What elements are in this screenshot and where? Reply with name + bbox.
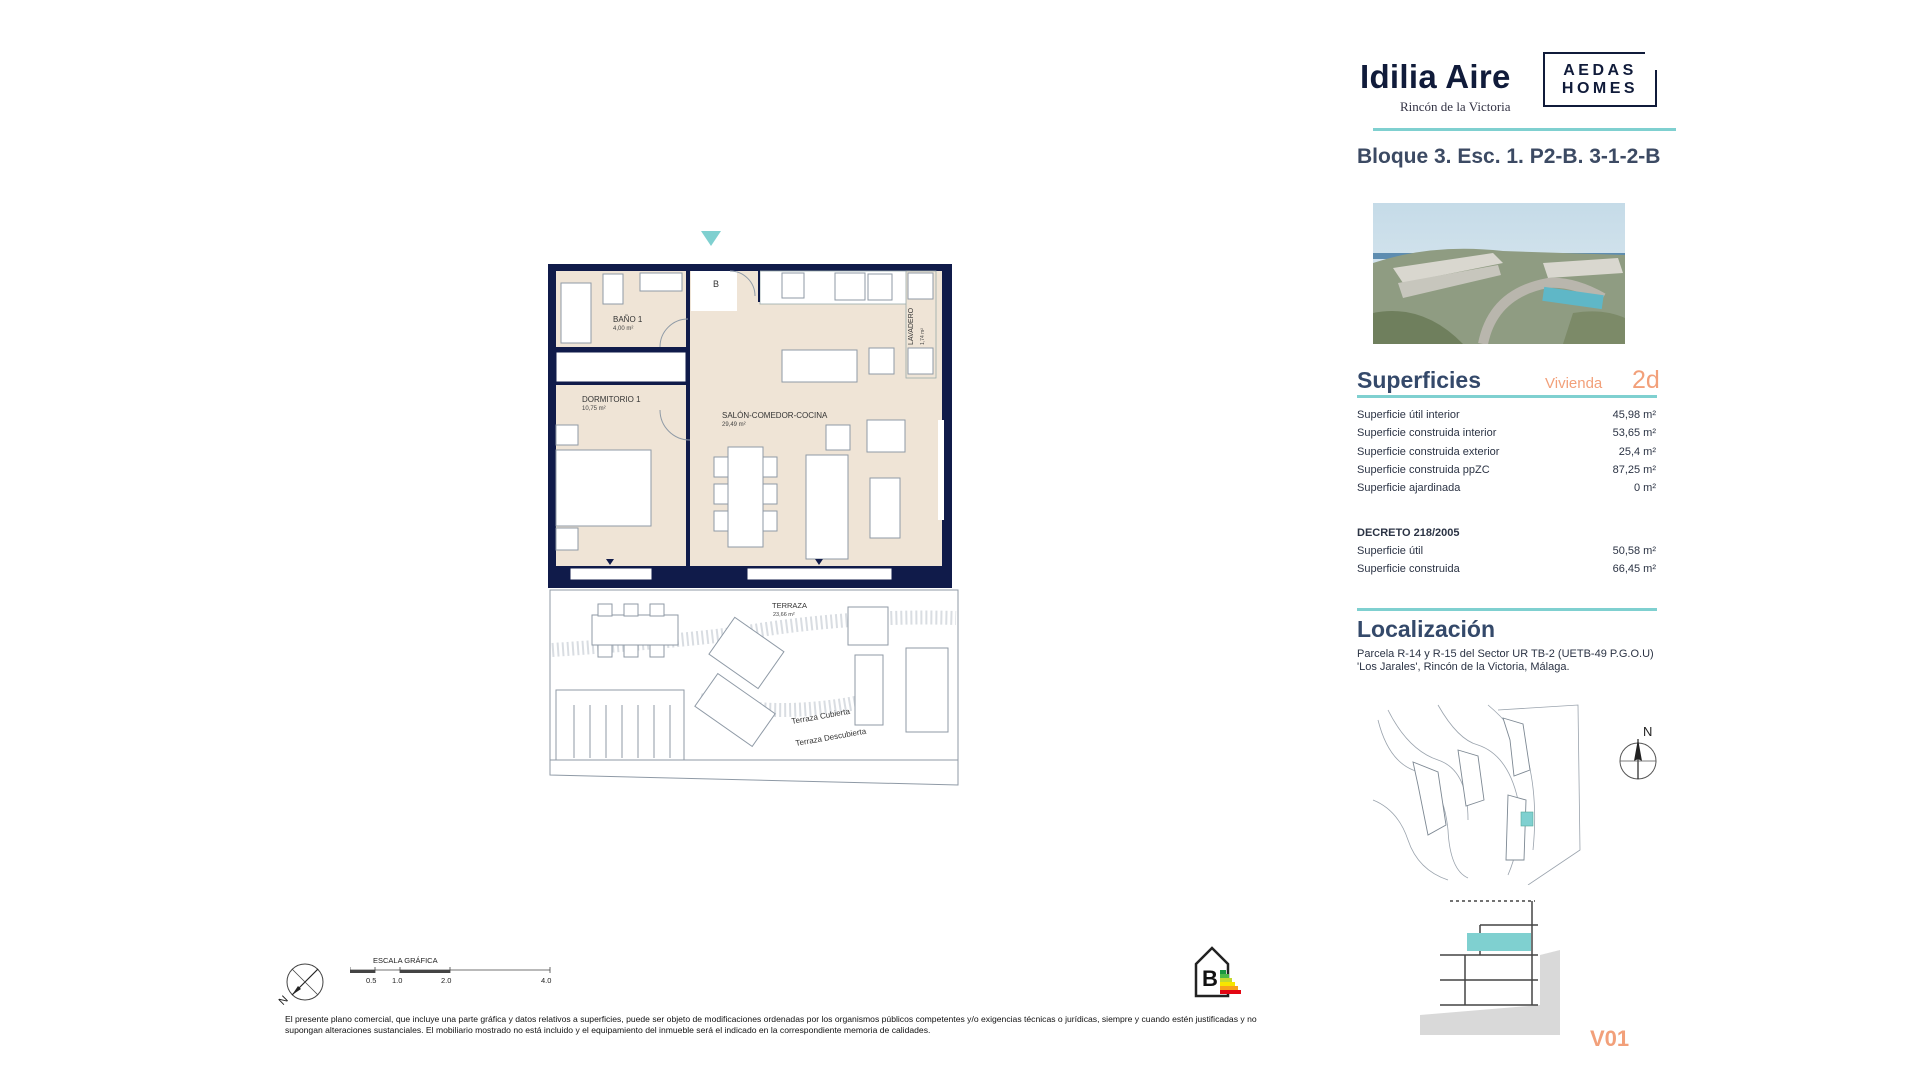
north-compass-icon: [1619, 739, 1657, 780]
superficie-row-label: Superficie ajardinada: [1357, 482, 1461, 494]
decreto-row-value: 50,58 m²: [1612, 545, 1656, 557]
energy-rating-letter: B: [1202, 966, 1218, 991]
company-logo-line2: HOMES: [1561, 79, 1639, 97]
scale-bar: [350, 967, 551, 973]
decreto-row-label: Superficie útil: [1357, 545, 1424, 557]
unit-code: Bloque 3. Esc. 1. P2-B. 3-1-2-B: [1357, 145, 1661, 168]
terrace: TERRAZA 23,66 m² Terraza Cubierta Terraz…: [549, 589, 959, 786]
entrance-arrow-icon: [701, 231, 721, 246]
plan-compass-icon: N: [277, 963, 324, 1006]
localizacion-divider: [1357, 608, 1657, 611]
localizacion-address: Parcela R-14 y R-15 del Sector UR TB-2 (…: [1357, 648, 1677, 674]
salon-label: SALÓN-COMEDOR-COCINA: [722, 411, 828, 420]
localizacion-title: Localización: [1357, 616, 1496, 642]
scale-tick: 0.5: [366, 976, 377, 985]
bano-label: BAÑO 1: [613, 315, 643, 324]
vivienda-label: Vivienda: [1545, 375, 1603, 392]
door-b-label: B: [713, 279, 719, 289]
terraza-area: 23,66 m²: [773, 612, 795, 618]
localizacion-line2: 'Los Jarales', Rincón de la Victoria, Má…: [1357, 661, 1570, 673]
decreto-row-label: Superficie construida: [1357, 563, 1460, 575]
svg-text:N: N: [277, 994, 291, 1006]
floor-plan: BAÑO 1 4,00 m² DORMITORIO 1 10,75 m² SAL…: [548, 231, 959, 786]
superficie-row-label: Superficie construida exterior: [1357, 446, 1500, 458]
dormitorio-area: 10,75 m²: [582, 406, 606, 412]
localizacion-line1: Parcela R-14 y R-15 del Sector UR TB-2 (…: [1357, 648, 1654, 660]
bano-area: 4,00 m²: [613, 326, 633, 332]
building-photo: [1373, 203, 1625, 344]
site-map: [1372, 704, 1581, 885]
superficie-row-value: 0 m²: [1634, 482, 1656, 494]
brand-location: Rincón de la Victoria: [1400, 99, 1511, 114]
salon-area: 29,49 m²: [722, 422, 746, 428]
energy-rating-icon: [1194, 946, 1241, 998]
logo-corner-notch: [1645, 52, 1663, 70]
lavadero-label: LAVADERO: [908, 307, 915, 345]
lavadero-area: 1,74 m²: [920, 328, 926, 345]
vivienda-code: 2d: [1632, 366, 1660, 394]
superficie-row-value: 45,98 m²: [1612, 409, 1656, 421]
superficie-row-label: Superficie construida interior: [1357, 427, 1497, 439]
legal-disclaimer: El presente plano comercial, que incluye…: [285, 1014, 1257, 1035]
superficies-title: Superficies: [1357, 367, 1481, 393]
scale-tick: 1.0: [392, 976, 403, 985]
header-divider: [1373, 128, 1676, 131]
superficies-divider: [1357, 395, 1657, 398]
superficie-row-value: 25,4 m²: [1618, 446, 1656, 458]
superficie-row-label: Superficie útil interior: [1357, 409, 1460, 421]
superficie-row-value: 87,25 m²: [1612, 464, 1656, 476]
company-logo: AEDAS HOMES: [1543, 52, 1657, 107]
scale-tick: 2.0: [441, 976, 452, 985]
decreto-row-value: 66,45 m²: [1612, 563, 1656, 575]
decreto-title: DECRETO 218/2005: [1357, 527, 1460, 539]
scale-tick: 4.0: [541, 976, 552, 985]
sheet-code: V01: [1590, 1026, 1630, 1051]
superficie-row-value: 53,65 m²: [1612, 427, 1656, 439]
terraza-label: TERRAZA: [772, 601, 807, 610]
north-label: N: [1643, 724, 1653, 739]
brand-name: Idilia Aire: [1360, 58, 1511, 95]
scale-title: ESCALA GRÁFICA: [373, 956, 438, 965]
company-logo-line1: AEDAS: [1563, 61, 1637, 79]
dormitorio-label: DORMITORIO 1: [582, 395, 641, 404]
section-elevation: [1420, 900, 1560, 1035]
superficie-row-label: Superficie construida ppZC: [1357, 464, 1490, 476]
